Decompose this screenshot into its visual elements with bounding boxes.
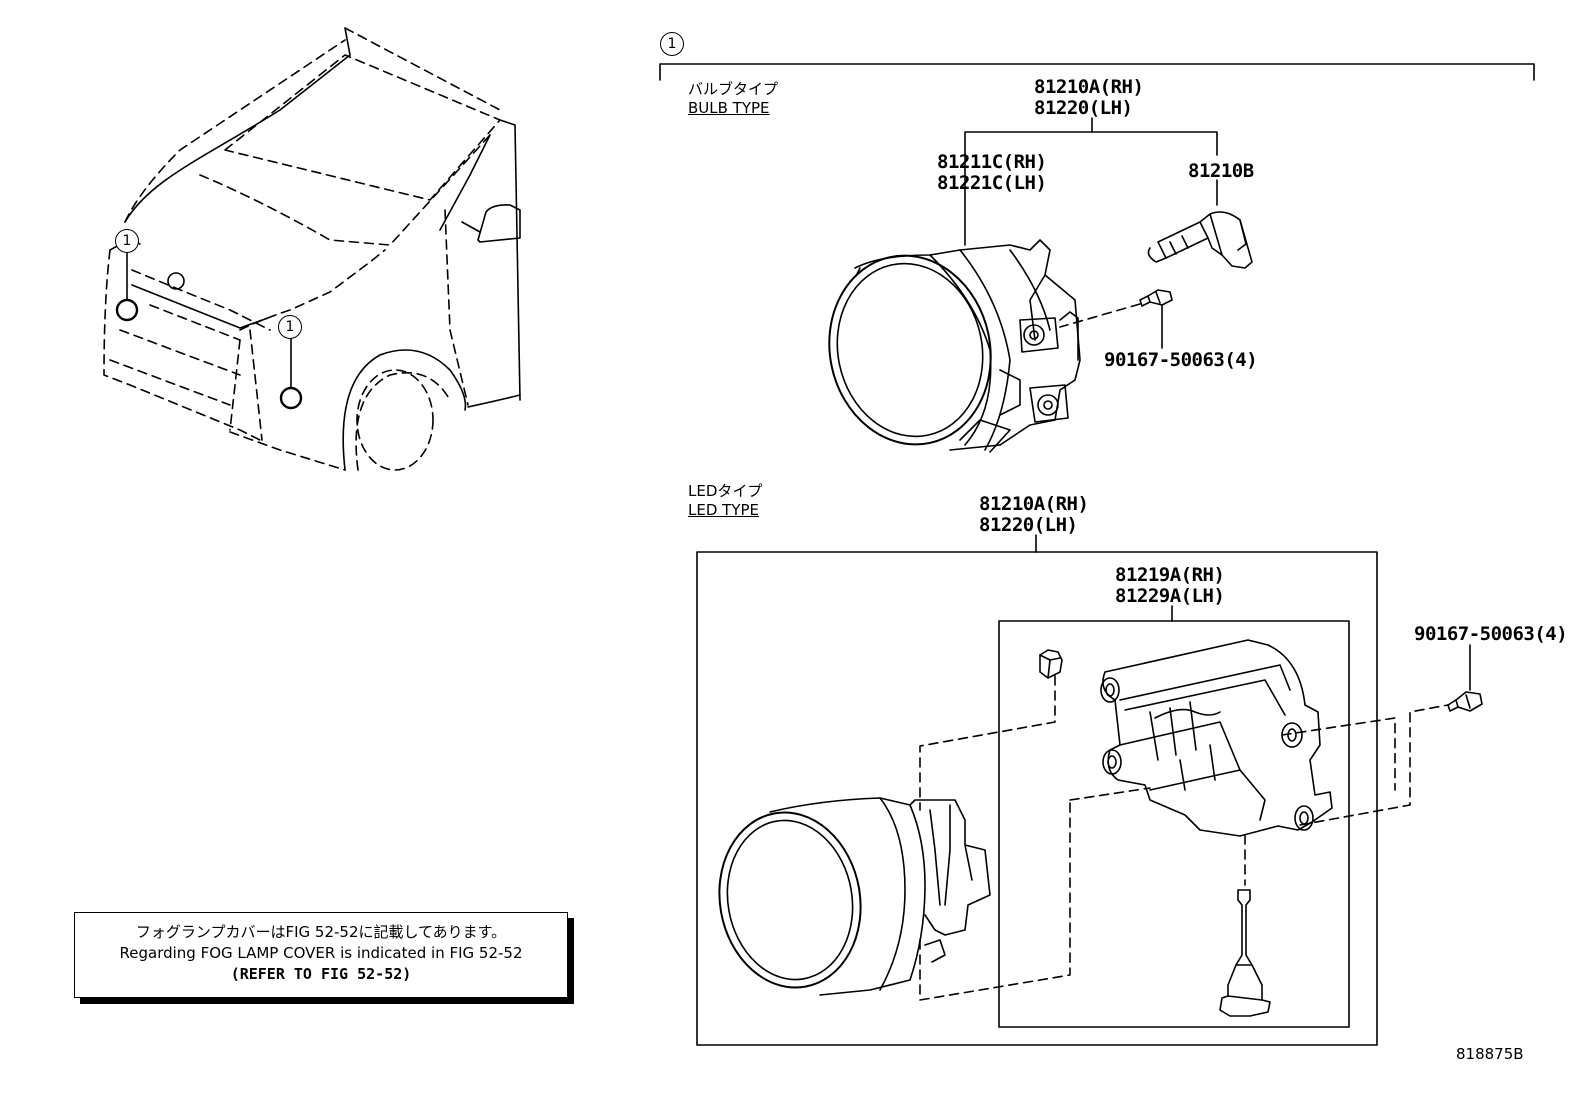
led-type-title-en: LED TYPE [688, 501, 760, 519]
note-line-ref: (REFER TO FIG 52-52) [230, 965, 412, 983]
section-bracket-line [659, 63, 1535, 81]
led-bracket-lh: 81229A(LH) [1115, 585, 1225, 607]
bulb-screw-part: 90167-50063(4) [1104, 349, 1258, 371]
vehicle-front-illustration [103, 27, 521, 471]
led-assembly-rh: 81210A(RH) [979, 493, 1089, 515]
led-type-title-jp: LEDタイプ [688, 482, 763, 500]
bracket-illustration [1100, 639, 1333, 837]
screw-icon [1139, 289, 1173, 307]
bulb-illustration [1147, 211, 1253, 269]
led-screw-icon [1447, 691, 1483, 712]
bulb-assembly-rh: 81210A(RH) [1034, 76, 1144, 98]
bulb-housing-rh: 81211C(RH) [937, 151, 1047, 173]
note-line-en: Regarding FOG LAMP COVER is indicated in… [119, 944, 523, 962]
fog-lamp-illustration [828, 239, 1081, 453]
bulb-part: 81210B [1188, 160, 1254, 182]
led-bracket-rh: 81219A(RH) [1115, 564, 1225, 586]
led-screw-part: 90167-50063(4) [1414, 623, 1568, 645]
callout-ref-header: 1 [660, 32, 684, 56]
pin-illustration [1219, 889, 1271, 1017]
clip-icon [1039, 649, 1063, 679]
figure-id: 818875B [1456, 1045, 1524, 1063]
led-assembly-lh: 81220(LH) [979, 514, 1078, 536]
bulb-type-title-en: BULB TYPE [688, 99, 770, 117]
callout-ref-bumper: 1 [278, 315, 302, 339]
callout-ref-grille: 1 [115, 229, 139, 253]
led-fog-lamp-illustration [718, 797, 991, 996]
note-line-jp: フォグランプカバーはFIG 52-52に記載してあります。 [135, 923, 507, 941]
note-box: フォグランプカバーはFIG 52-52に記載してあります。 Regarding … [74, 912, 568, 998]
bulb-housing-lh: 81221C(LH) [937, 172, 1047, 194]
led-leader-lines [696, 534, 1471, 1046]
bulb-leader-lines [964, 117, 1218, 349]
bulb-assembly-lh: 81220(LH) [1034, 97, 1133, 119]
bulb-type-title-jp: バルブタイプ [688, 80, 779, 98]
